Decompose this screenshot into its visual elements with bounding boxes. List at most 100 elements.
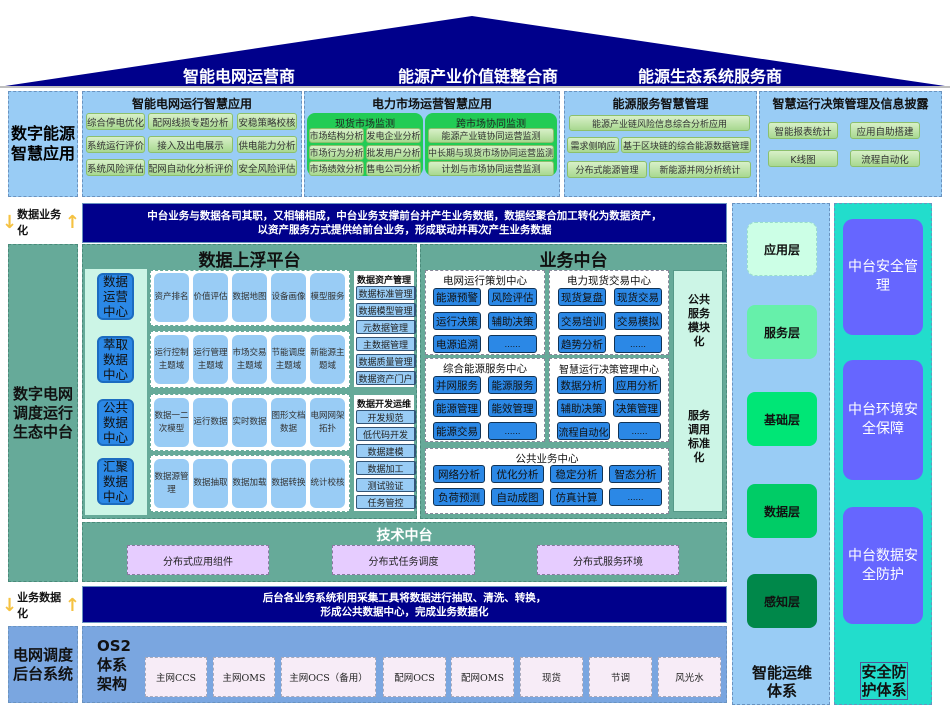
spot-center-item[interactable]: …… (614, 335, 662, 353)
asset-mgmt-item[interactable]: 元数据管理 (356, 320, 416, 334)
grid-center-item[interactable]: 运行决策 (433, 312, 481, 330)
decision-center-item[interactable]: 决策管理 (613, 399, 661, 417)
public-center-item[interactable]: 负荷预测 (433, 488, 485, 506)
app-grid-item[interactable]: 安稳策略校核 (237, 113, 297, 130)
layer-perception[interactable]: 感知层 (747, 574, 817, 628)
decision-item[interactable]: 流程自动化 (850, 150, 920, 167)
cross-monitor-item[interactable]: 中长期与现货市场协同运营监测 (428, 145, 554, 160)
energy-center-item[interactable]: 能效管理 (488, 399, 537, 417)
public-center-item[interactable]: 优化分析 (491, 465, 544, 483)
tech-item[interactable]: 分布式任务调度 (332, 545, 475, 575)
energy-center-item[interactable]: 能源管理 (433, 399, 481, 417)
center-button[interactable]: 公共数据中心 (97, 399, 134, 446)
tile[interactable]: 设备画像 (271, 273, 306, 322)
app-grid-item[interactable]: 接入及出电展示 (148, 136, 233, 153)
tile[interactable]: 运行管理主题域 (193, 335, 228, 384)
spot-monitor-item[interactable]: 市场结构分析 (309, 128, 364, 143)
spot-center-item[interactable]: 交易培训 (558, 312, 606, 330)
spot-monitor-item[interactable]: 市场行为分析 (309, 145, 364, 160)
energy-service-item[interactable]: 能源产业链风险信息综合分析应用 (569, 115, 750, 131)
grid-center-item[interactable]: …… (488, 335, 537, 353)
backend-system[interactable]: 现货 (520, 657, 583, 697)
tile[interactable]: 实时数据 (232, 398, 267, 447)
tile[interactable]: 数据地图 (232, 273, 267, 322)
decision-center-item[interactable]: …… (618, 422, 661, 440)
layer-service[interactable]: 服务层 (747, 305, 817, 359)
backend-system[interactable]: 配网OCS (383, 657, 446, 697)
grid-center-item[interactable]: 能源预警 (433, 288, 481, 306)
tile[interactable]: 节能调度主题域 (271, 335, 306, 384)
asset-mgmt-item[interactable]: 主数据管理 (356, 337, 416, 351)
spot-center-item[interactable]: 交易模拟 (614, 312, 662, 330)
decision-center-item[interactable]: 流程自动化 (557, 422, 610, 440)
layer-data[interactable]: 数据层 (747, 484, 817, 538)
spot-center-item[interactable]: 现货交易 (614, 288, 662, 306)
energy-service-item[interactable]: 需求侧响应 (567, 137, 619, 153)
backend-system[interactable]: 风光水 (658, 657, 721, 697)
tile[interactable]: 数据源管理 (154, 459, 189, 508)
public-center-item[interactable]: …… (609, 488, 662, 506)
app-grid-item[interactable]: 配网线损专题分析 (148, 113, 233, 130)
energy-center-item[interactable]: …… (488, 422, 537, 440)
spot-monitor-item[interactable]: 售电公司分析 (366, 161, 421, 176)
energy-center-item[interactable]: 能源服务 (488, 376, 537, 394)
tile[interactable]: 电网网架拓扑 (310, 398, 345, 447)
energy-service-item[interactable]: 新能源并网分析统计 (649, 161, 751, 178)
decision-center-item[interactable]: 辅助决策 (557, 399, 606, 417)
asset-mgmt-item[interactable]: 数据质量管理 (356, 354, 416, 368)
energy-service-item[interactable]: 基于区块链的综合能源数据管理 (621, 137, 751, 153)
tile[interactable]: 新能源主题域 (310, 335, 345, 384)
dev-ops-item[interactable]: 数据建模 (356, 444, 416, 458)
app-grid-item[interactable]: 系统风险评估 (86, 159, 145, 176)
decision-center-item[interactable]: 应用分析 (613, 376, 661, 394)
layer-foundation[interactable]: 基础层 (747, 392, 817, 446)
asset-mgmt-item[interactable]: 数据模型管理 (356, 303, 416, 317)
backend-system[interactable]: 配网OMS (451, 657, 514, 697)
tile[interactable]: 图形文档数据 (271, 398, 306, 447)
tile[interactable]: 数据抽取 (193, 459, 228, 508)
decision-item[interactable]: 应用自助搭建 (850, 122, 920, 139)
center-button[interactable]: 汇聚数据中心 (97, 458, 134, 505)
grid-center-item[interactable]: 辅助决策 (488, 312, 537, 330)
dev-ops-item[interactable]: 开发规范 (356, 410, 416, 424)
app-grid-item[interactable]: 配网自动化分析评价 (148, 159, 233, 176)
tile[interactable]: 资产排名 (154, 273, 189, 322)
energy-service-item[interactable]: 分布式能源管理 (567, 161, 647, 178)
tile[interactable]: 模型服务 (310, 273, 345, 322)
app-grid-item[interactable]: 安全风险评估 (237, 159, 297, 176)
backend-system[interactable]: 主网OCS（备用） (281, 657, 376, 697)
energy-center-item[interactable]: 并网服务 (433, 376, 481, 394)
public-center-item[interactable]: 仿真计算 (550, 488, 603, 506)
security-mgmt[interactable]: 中台安全管理 (843, 219, 923, 335)
tile[interactable]: 数据加载 (232, 459, 267, 508)
asset-mgmt-item[interactable]: 数据标准管理 (356, 286, 416, 300)
decision-center-item[interactable]: 数据分析 (557, 376, 606, 394)
public-center-item[interactable]: 智态分析 (609, 465, 662, 483)
tile[interactable]: 市场交易主题域 (232, 335, 267, 384)
center-button[interactable]: 萃取数据中心 (97, 336, 134, 383)
grid-center-item[interactable]: 风险评估 (488, 288, 537, 306)
app-grid-item[interactable]: 供电能力分析 (237, 136, 297, 153)
center-button[interactable]: 数据运营中心 (97, 273, 134, 320)
tech-item[interactable]: 分布式服务环境 (537, 545, 679, 575)
backend-system[interactable]: 主网OMS (213, 657, 275, 697)
public-center-item[interactable]: 网络分析 (433, 465, 485, 483)
dev-ops-item[interactable]: 低代码开发 (356, 427, 416, 441)
grid-center-item[interactable]: 电源追溯 (433, 335, 481, 353)
spot-center-item[interactable]: 趋势分析 (558, 335, 606, 353)
tile[interactable]: 数据转换 (271, 459, 306, 508)
energy-center-item[interactable]: 能源交易 (433, 422, 481, 440)
cross-monitor-item[interactable]: 能源产业链协同运营监测 (428, 128, 554, 143)
layer-application[interactable]: 应用层 (747, 222, 817, 276)
tile[interactable]: 统计校核 (310, 459, 345, 508)
dev-ops-item[interactable]: 测试验证 (356, 478, 416, 492)
spot-center-item[interactable]: 现货复盘 (558, 288, 606, 306)
spot-monitor-item[interactable]: 批发用户分析 (366, 145, 421, 160)
decision-item[interactable]: 智能报表统计 (768, 122, 838, 139)
app-grid-item[interactable]: 系统运行评价 (86, 136, 145, 153)
backend-system[interactable]: 主网CCS (145, 657, 207, 697)
security-env[interactable]: 中台环境安全保障 (843, 360, 923, 480)
spot-monitor-item[interactable]: 市场绩效分析 (309, 161, 364, 176)
decision-item[interactable]: K线图 (768, 150, 838, 167)
tile[interactable]: 价值评估 (193, 273, 228, 322)
